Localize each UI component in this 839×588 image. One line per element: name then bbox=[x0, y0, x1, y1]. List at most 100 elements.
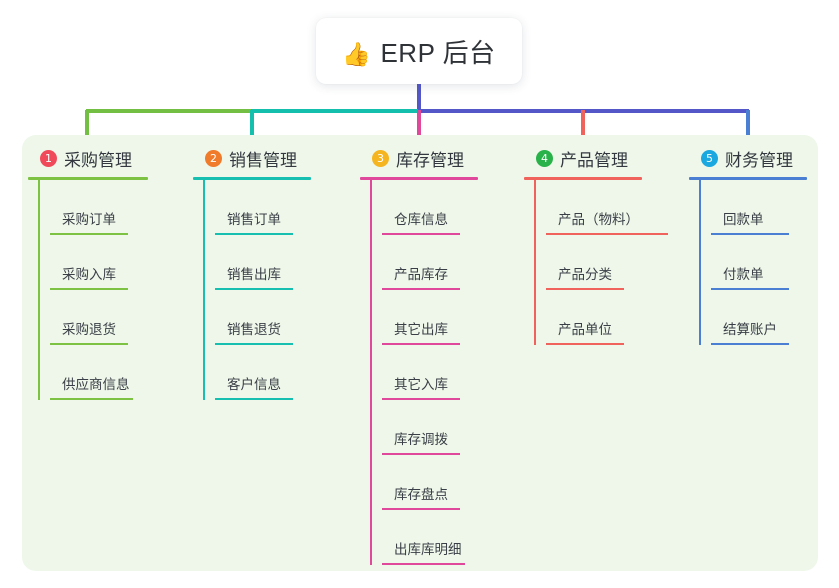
column-item-list: 回款单付款单结算账户 bbox=[689, 180, 807, 345]
list-item-rule bbox=[546, 343, 624, 345]
list-item[interactable]: 采购订单 bbox=[50, 180, 148, 235]
list-item-rule bbox=[382, 288, 460, 290]
list-item-rule bbox=[50, 343, 128, 345]
list-item-rule bbox=[382, 453, 460, 455]
list-item[interactable]: 供应商信息 bbox=[50, 345, 148, 400]
root-title-text: ERP 后台 bbox=[380, 37, 496, 68]
column-header[interactable]: 4 产品管理 bbox=[524, 145, 668, 171]
list-item[interactable]: 采购入库 bbox=[50, 235, 148, 290]
list-item-rule bbox=[215, 398, 293, 400]
column-item-list: 产品（物料） 产品分类产品单位 bbox=[524, 180, 668, 345]
column-item-list: 仓库信息产品库存其它出库其它入库库存调拨库存盘点出库库明细 bbox=[360, 180, 478, 565]
column-销售管理: 2 销售管理销售订单销售出库销售退货客户信息 bbox=[193, 145, 311, 400]
column-header-rule bbox=[360, 177, 478, 180]
list-item[interactable]: 销售出库 bbox=[215, 235, 311, 290]
list-item[interactable]: 销售订单 bbox=[215, 180, 311, 235]
list-item-rule bbox=[711, 343, 789, 345]
column-库存管理: 3 库存管理仓库信息产品库存其它出库其它入库库存调拨库存盘点出库库明细 bbox=[360, 145, 478, 565]
list-item[interactable]: 回款单 bbox=[711, 180, 807, 235]
list-item-rule bbox=[382, 563, 465, 565]
list-item-rule bbox=[50, 288, 128, 290]
list-item-rule bbox=[382, 398, 460, 400]
column-采购管理: 1 采购管理采购订单采购入库采购退货供应商信息 bbox=[28, 145, 148, 400]
list-item[interactable]: 采购退货 bbox=[50, 290, 148, 345]
column-title: 库存管理 bbox=[396, 150, 464, 170]
column-header[interactable]: 2 销售管理 bbox=[193, 145, 311, 171]
column-header[interactable]: 3 库存管理 bbox=[360, 145, 478, 171]
column-index-badge: 5 bbox=[701, 149, 718, 167]
list-item-label: 采购订单 bbox=[62, 212, 116, 228]
column-title: 采购管理 bbox=[64, 150, 132, 170]
list-item-rule bbox=[50, 233, 128, 235]
list-item-label: 产品库存 bbox=[394, 267, 448, 283]
list-item[interactable]: 产品分类 bbox=[546, 235, 668, 290]
list-item-label: 库存调拨 bbox=[394, 432, 448, 448]
list-item-label: 其它出库 bbox=[394, 322, 448, 338]
column-title: 销售管理 bbox=[229, 150, 297, 170]
thumbs-up-icon: 👍 bbox=[342, 40, 372, 67]
column-index-badge: 1 bbox=[40, 149, 57, 167]
column-spine bbox=[203, 180, 205, 400]
list-item-label: 供应商信息 bbox=[62, 377, 130, 393]
list-item-rule bbox=[546, 288, 624, 290]
list-item-rule bbox=[215, 343, 293, 345]
column-title: 产品管理 bbox=[560, 150, 628, 170]
column-item-list: 销售订单销售出库销售退货客户信息 bbox=[193, 180, 311, 400]
column-index-badge: 3 bbox=[372, 149, 389, 167]
list-item-label: 出库库明细 bbox=[394, 542, 462, 558]
list-item-label: 产品单位 bbox=[558, 322, 612, 338]
list-item[interactable]: 结算账户 bbox=[711, 290, 807, 345]
list-item-label: 回款单 bbox=[723, 212, 764, 228]
column-header-rule bbox=[689, 177, 807, 180]
root-node-label: 👍 ERP 后台 bbox=[342, 33, 495, 70]
list-item-rule bbox=[711, 233, 789, 235]
list-item[interactable]: 出库库明细 bbox=[382, 510, 478, 565]
column-spine bbox=[38, 180, 40, 400]
list-item-label: 仓库信息 bbox=[394, 212, 448, 228]
list-item[interactable]: 库存盘点 bbox=[382, 455, 478, 510]
list-item-label: 库存盘点 bbox=[394, 487, 448, 503]
column-index-badge: 2 bbox=[205, 149, 222, 167]
list-item[interactable]: 其它出库 bbox=[382, 290, 478, 345]
column-spine bbox=[370, 180, 372, 565]
list-item[interactable]: 其它入库 bbox=[382, 345, 478, 400]
list-item-label: 结算账户 bbox=[723, 322, 777, 338]
list-item-rule bbox=[382, 508, 460, 510]
root-node[interactable]: 👍 ERP 后台 bbox=[316, 18, 522, 84]
list-item-rule bbox=[50, 398, 133, 400]
diagram-panel bbox=[22, 135, 818, 571]
list-item[interactable]: 仓库信息 bbox=[382, 180, 478, 235]
column-header-rule bbox=[524, 177, 642, 180]
list-item[interactable]: 产品（物料） bbox=[546, 180, 668, 235]
list-item-label: 采购入库 bbox=[62, 267, 116, 283]
list-item-label: 付款单 bbox=[723, 267, 764, 283]
list-item[interactable]: 销售退货 bbox=[215, 290, 311, 345]
list-item-rule bbox=[382, 233, 460, 235]
list-item-label: 销售出库 bbox=[227, 267, 281, 283]
list-item[interactable]: 付款单 bbox=[711, 235, 807, 290]
list-item[interactable]: 库存调拨 bbox=[382, 400, 478, 455]
list-item[interactable]: 客户信息 bbox=[215, 345, 311, 400]
list-item-label: 销售订单 bbox=[227, 212, 281, 228]
list-item-rule bbox=[711, 288, 789, 290]
column-header[interactable]: 1 采购管理 bbox=[28, 145, 148, 171]
column-spine bbox=[699, 180, 701, 345]
list-item-label: 采购退货 bbox=[62, 322, 116, 338]
list-item-label: 销售退货 bbox=[227, 322, 281, 338]
column-item-list: 采购订单采购入库采购退货供应商信息 bbox=[28, 180, 148, 400]
list-item-rule bbox=[215, 288, 293, 290]
column-header-rule bbox=[28, 177, 148, 180]
list-item[interactable]: 产品单位 bbox=[546, 290, 668, 345]
list-item-label: 产品分类 bbox=[558, 267, 612, 283]
list-item-label: 其它入库 bbox=[394, 377, 448, 393]
list-item-rule bbox=[546, 233, 668, 235]
list-item[interactable]: 产品库存 bbox=[382, 235, 478, 290]
column-spine bbox=[534, 180, 536, 345]
list-item-label: 产品（物料） bbox=[558, 212, 639, 228]
column-header-rule bbox=[193, 177, 311, 180]
column-产品管理: 4 产品管理产品（物料） 产品分类产品单位 bbox=[524, 145, 668, 345]
column-index-badge: 4 bbox=[536, 149, 553, 167]
